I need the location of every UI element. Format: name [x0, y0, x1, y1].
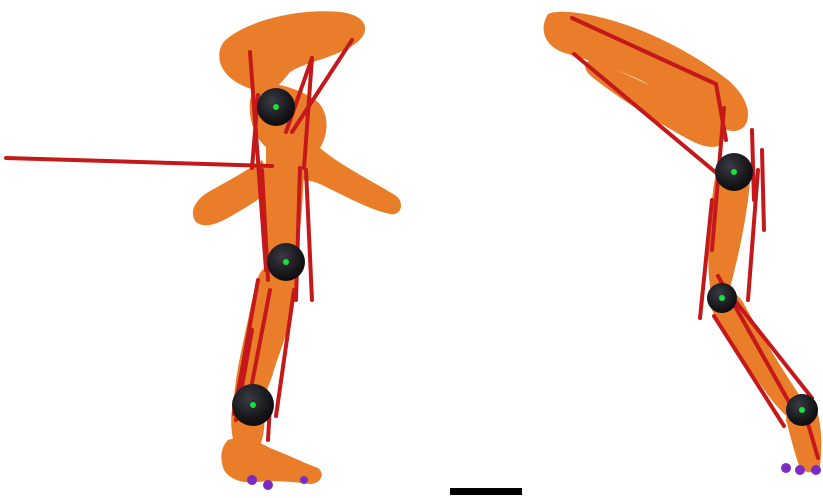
foot-marker — [811, 465, 821, 475]
side-hip-center — [731, 169, 737, 175]
side-bones — [544, 12, 822, 473]
side-knee-center — [719, 295, 725, 301]
front-knee-center — [283, 259, 289, 265]
front-muscle-line — [306, 170, 312, 300]
front-ankle-center — [250, 402, 256, 408]
front-muscle-line — [6, 158, 272, 166]
foot-marker — [795, 465, 805, 475]
scale-bar — [450, 488, 522, 495]
front-view — [6, 11, 401, 490]
front-hip-center — [273, 104, 279, 110]
foot-marker — [781, 463, 791, 473]
side-muscle-line — [752, 130, 754, 200]
foot-marker — [300, 476, 308, 484]
side-muscle-line — [762, 150, 764, 230]
side-view — [544, 12, 822, 475]
foot-marker — [263, 480, 273, 490]
foot-marker — [247, 475, 257, 485]
side-ankle-center — [799, 407, 805, 413]
